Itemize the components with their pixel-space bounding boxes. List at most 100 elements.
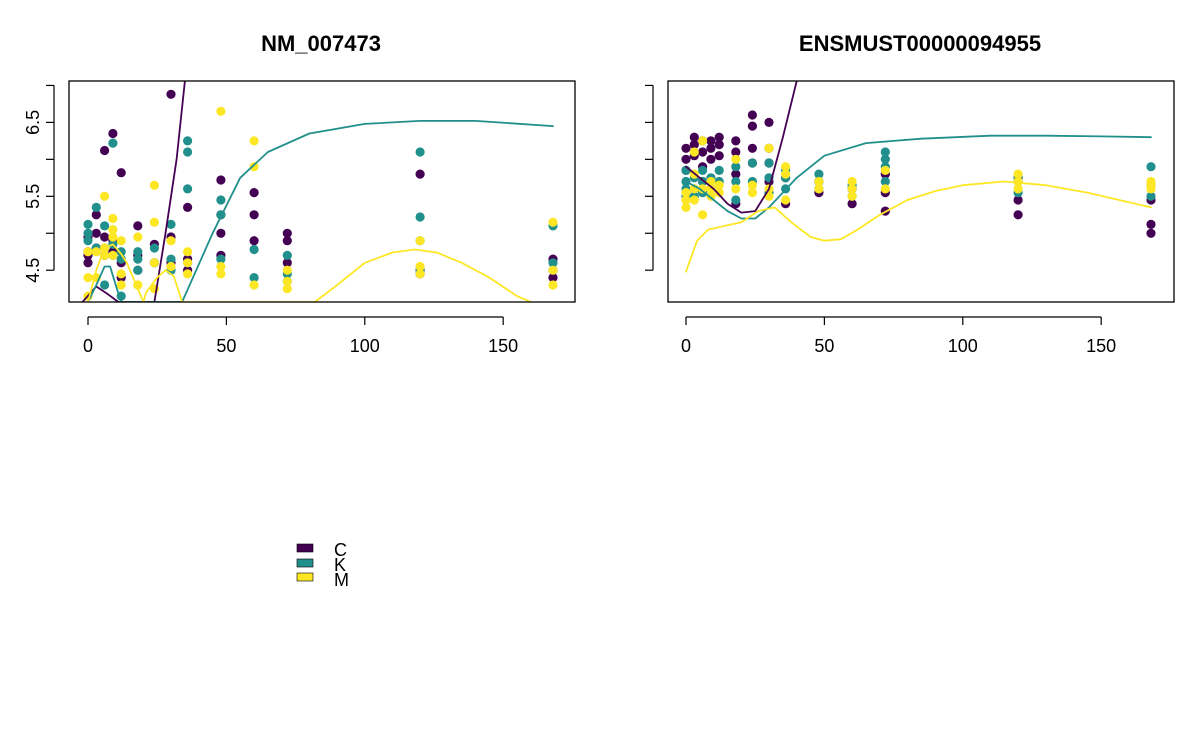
data-point-m xyxy=(880,165,890,175)
data-point-c xyxy=(689,140,699,150)
data-point-m xyxy=(847,184,857,194)
data-point-m xyxy=(183,247,193,257)
data-point-m xyxy=(698,210,708,220)
data-point-m xyxy=(814,184,824,194)
data-point-c xyxy=(714,151,724,161)
data-point-m xyxy=(681,188,691,198)
data-point-c xyxy=(216,228,226,238)
legend-swatch-c xyxy=(296,543,314,553)
data-point-m xyxy=(116,269,126,279)
data-point-k xyxy=(1146,191,1156,201)
data-point-k xyxy=(216,254,226,264)
data-point-c xyxy=(698,147,708,157)
x-tick-label: 100 xyxy=(948,336,978,356)
data-point-c xyxy=(83,258,93,268)
data-point-m xyxy=(249,280,259,290)
data-point-k xyxy=(133,265,143,275)
data-point-k xyxy=(880,176,890,187)
data-point-c xyxy=(166,89,176,99)
data-point-m xyxy=(548,265,558,275)
fit-line-m xyxy=(87,243,532,302)
data-point-m xyxy=(166,236,176,246)
data-point-k xyxy=(108,138,118,148)
data-point-m xyxy=(149,217,159,227)
data-point-m xyxy=(548,217,558,227)
x-tick-label: 150 xyxy=(488,336,518,356)
data-point-k xyxy=(100,280,110,290)
data-point-c xyxy=(91,228,101,238)
data-point-m xyxy=(415,269,425,279)
x-tick-label: 0 xyxy=(83,336,93,356)
data-point-k xyxy=(548,258,558,268)
fit-line-c xyxy=(81,81,186,302)
data-point-m xyxy=(415,236,425,246)
data-point-c xyxy=(133,221,143,231)
legend: C K M xyxy=(296,540,349,590)
data-point-m xyxy=(548,280,558,290)
data-point-c xyxy=(249,210,259,220)
data-point-c xyxy=(282,228,292,238)
data-point-m xyxy=(116,280,126,290)
data-point-c xyxy=(216,175,226,185)
data-point-m xyxy=(249,136,259,146)
data-point-c xyxy=(1146,219,1156,229)
data-point-k xyxy=(714,165,724,175)
data-point-m xyxy=(764,143,774,153)
data-point-c xyxy=(1013,195,1023,205)
data-point-m xyxy=(681,195,691,205)
fit-line-k xyxy=(685,134,1152,220)
data-point-c xyxy=(706,136,716,146)
data-point-k xyxy=(415,147,425,157)
data-point-m xyxy=(116,236,126,246)
legend-label-m: M xyxy=(334,570,349,590)
data-point-m xyxy=(689,147,699,157)
x-tick-label: 100 xyxy=(350,336,380,356)
data-point-k xyxy=(415,212,425,222)
y-tick-label: 5.5 xyxy=(23,184,43,209)
data-point-c xyxy=(747,121,758,131)
data-point-m xyxy=(781,195,791,205)
data-point-c xyxy=(714,132,724,142)
data-point-m xyxy=(91,247,101,257)
data-point-m xyxy=(183,258,193,268)
data-point-k xyxy=(183,136,193,146)
data-point-c xyxy=(764,117,774,127)
data-point-c xyxy=(731,136,741,146)
legend-swatch-k xyxy=(296,558,314,568)
data-point-c xyxy=(847,199,857,209)
data-point-k xyxy=(731,195,741,205)
data-point-c xyxy=(689,132,699,142)
data-point-k xyxy=(133,247,143,257)
data-point-k xyxy=(814,169,824,179)
data-point-k xyxy=(747,158,758,168)
chart-title: ENSMUST00000094955 xyxy=(799,31,1041,56)
data-point-m xyxy=(108,213,118,224)
x-tick-label: 50 xyxy=(216,336,236,356)
data-point-c xyxy=(91,210,101,220)
data-point-k xyxy=(698,165,708,175)
data-point-m xyxy=(249,162,259,172)
data-point-c xyxy=(100,145,110,156)
data-point-m xyxy=(714,188,724,198)
data-point-m xyxy=(216,106,226,116)
data-point-k xyxy=(249,244,259,255)
data-point-m xyxy=(731,184,741,194)
data-point-k xyxy=(880,154,890,164)
data-point-c xyxy=(681,143,691,153)
data-point-c xyxy=(249,236,259,246)
data-point-k xyxy=(166,254,176,264)
data-point-k xyxy=(183,147,193,157)
fit-line-c xyxy=(685,81,798,214)
plot-area xyxy=(681,81,1156,273)
plot-area xyxy=(81,81,558,302)
data-point-m xyxy=(814,176,824,187)
data-point-m xyxy=(183,269,193,279)
data-point-k xyxy=(731,176,741,187)
data-point-c xyxy=(681,154,691,164)
data-point-k xyxy=(83,228,93,238)
chart-title: NM_007473 xyxy=(261,31,381,56)
data-point-c xyxy=(706,143,716,153)
data-point-k xyxy=(91,202,101,212)
data-point-m xyxy=(847,176,857,187)
